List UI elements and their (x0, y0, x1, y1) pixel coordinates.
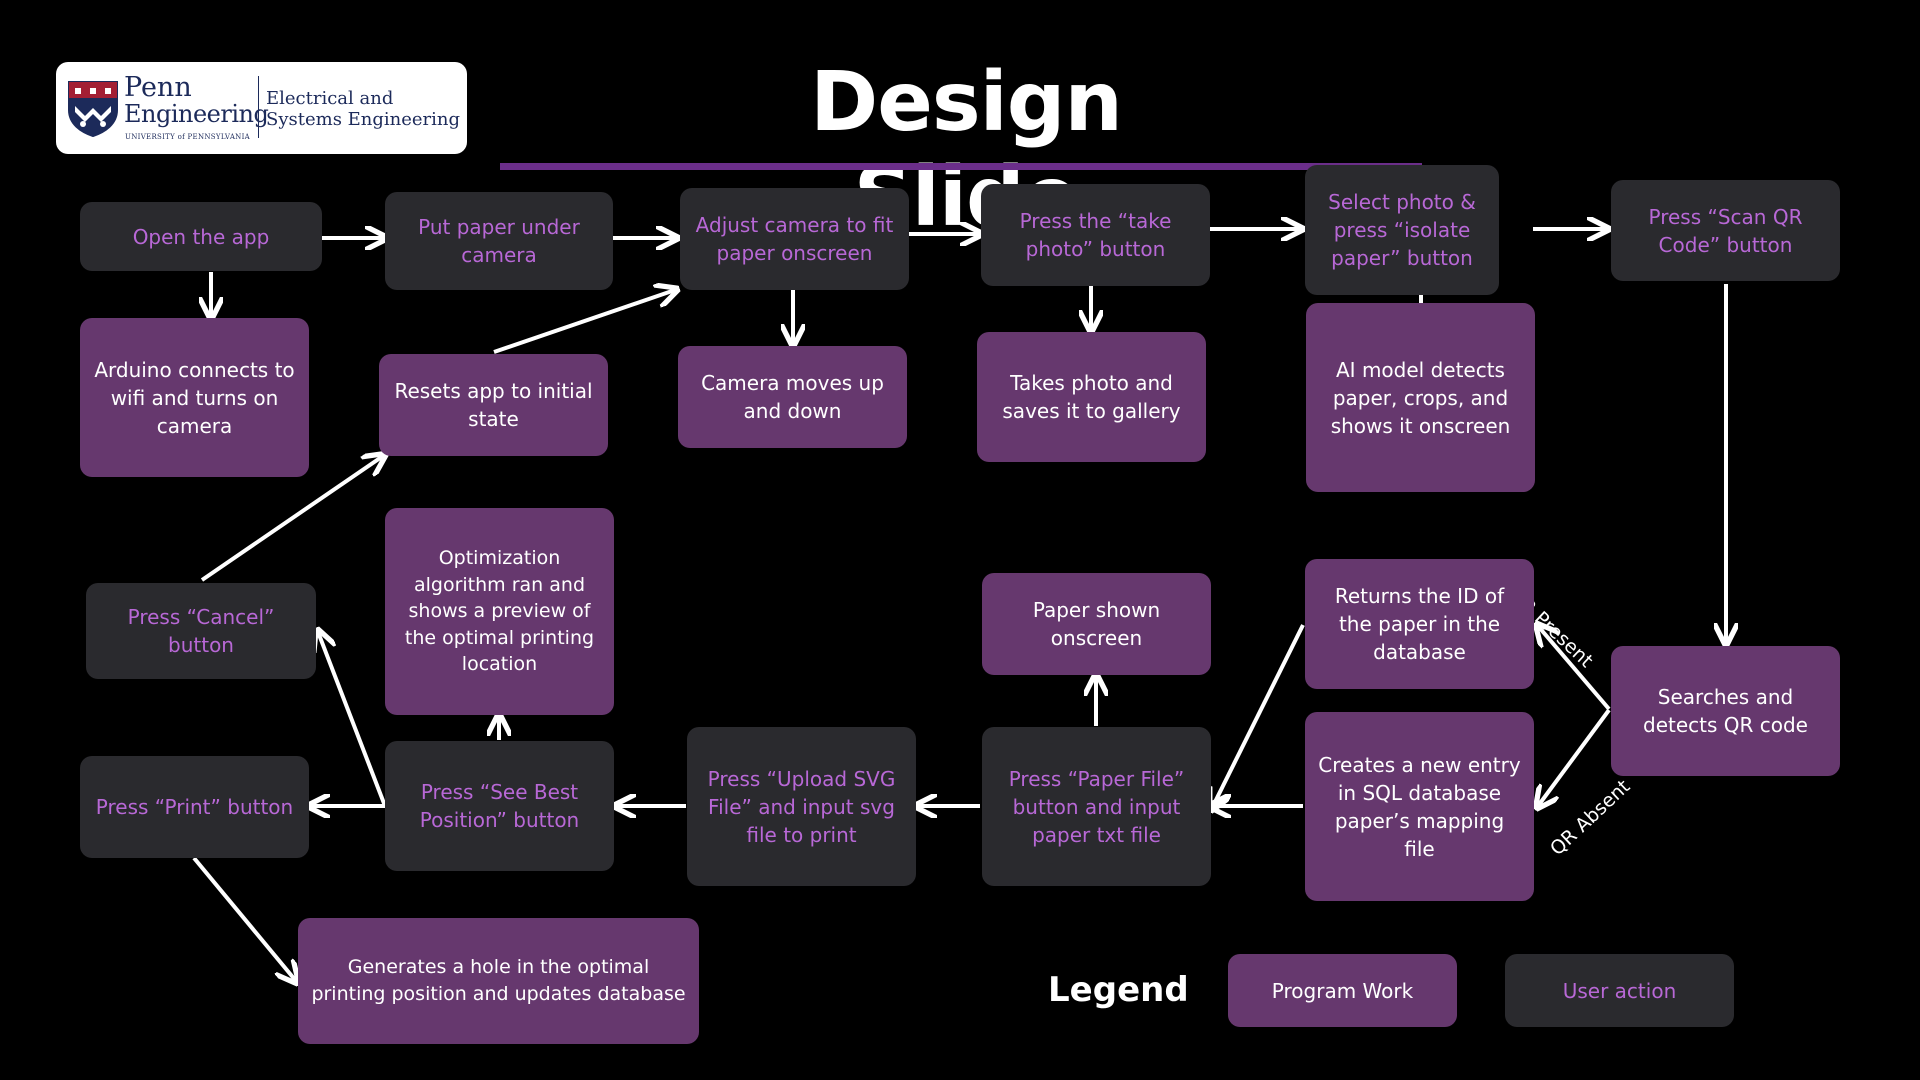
title-underline (500, 163, 1422, 170)
node-isolate-paper: Select photo & press “isolate paper” but… (1305, 165, 1499, 295)
arrow-see-to-cancel (318, 632, 387, 807)
node-camera-moves: Camera moves up and down (678, 346, 907, 448)
logo-penn: Penn (124, 72, 192, 103)
arrow-search-to-returns (1538, 626, 1611, 711)
node-print: Press “Print” button (80, 756, 309, 858)
arrow-resets-to-adjust (493, 290, 675, 354)
node-adjust-camera: Adjust camera to fit paper onscreen (680, 188, 909, 290)
node-scan-qr: Press “Scan QR Code” button (1611, 180, 1840, 281)
node-paper-file: Press “Paper File” button and input pape… (982, 727, 1211, 886)
penn-engineering-logo: Penn Engineering UNIVERSITY of PENNSYLVA… (56, 62, 467, 154)
node-ai-model: AI model detects paper, crops, and shows… (1306, 303, 1535, 492)
node-creates-entry: Creates a new entry in SQL database pape… (1305, 712, 1534, 901)
arrow-print-to-generates (192, 856, 296, 981)
node-optimization: Optimization algorithm ran and shows a p… (385, 508, 614, 715)
node-generates-hole: Generates a hole in the optimal printing… (298, 918, 699, 1044)
node-cancel: Press “Cancel” button (86, 583, 316, 679)
node-put-paper: Put paper under camera (385, 192, 613, 290)
node-open-app: Open the app (80, 202, 322, 271)
node-take-photo: Press the “take photo” button (981, 184, 1210, 286)
logo-engineering: Engineering (124, 100, 269, 128)
arrow-cancel-to-resets (200, 456, 383, 582)
node-paper-shown: Paper shown onscreen (982, 573, 1211, 675)
node-arduino: Arduino connects to wifi and turns on ca… (80, 318, 309, 477)
logo-dept-line1: Electrical and (266, 88, 394, 109)
legend-title: Legend (1048, 970, 1189, 1010)
penn-shield-icon (68, 81, 118, 138)
node-see-best: Press “See Best Position” button (385, 741, 614, 871)
logo-divider (258, 76, 259, 138)
logo-dept-line2: Systems Engineering (266, 109, 461, 130)
arrow-search-to-creates (1538, 708, 1611, 806)
node-returns-id: Returns the ID of the paper in the datab… (1305, 559, 1534, 689)
node-searches-qr: Searches and detects QR code (1611, 646, 1840, 776)
node-resets-app: Resets app to initial state (379, 354, 608, 456)
arrow-returns-to-paperfile (1212, 624, 1305, 808)
node-saves-photo: Takes photo and saves it to gallery (977, 332, 1206, 462)
legend-user-action: User action (1505, 954, 1734, 1027)
node-upload-svg: Press “Upload SVG File” and input svg fi… (687, 727, 916, 886)
logo-university: UNIVERSITY of PENNSYLVANIA (125, 133, 251, 141)
legend-program-work: Program Work (1228, 954, 1457, 1027)
